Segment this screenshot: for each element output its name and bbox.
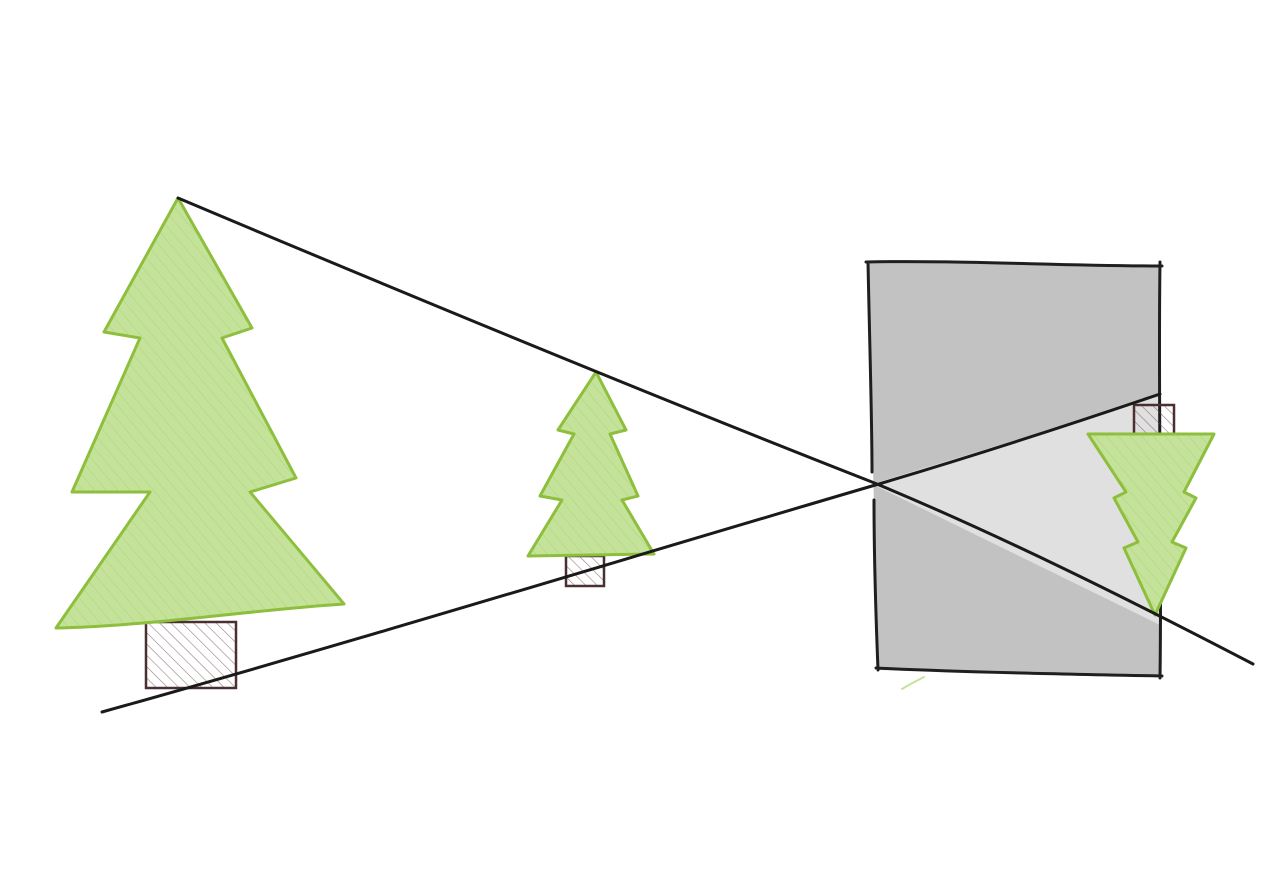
ray-top	[176, 196, 1255, 666]
camera-box	[864, 260, 1164, 680]
projected-tree-image	[1086, 403, 1216, 617]
near-tree	[54, 196, 346, 690]
projected-tree-trunk	[1132, 403, 1176, 437]
pencil-mark	[901, 676, 925, 690]
projected-tree-foliage-hatching	[1088, 434, 1214, 615]
near-tree-foliage-hatching	[56, 198, 344, 628]
ray-bottom	[100, 392, 1162, 714]
far-tree-foliage-hatching	[528, 372, 654, 556]
far-tree	[526, 370, 656, 588]
light-cone	[872, 396, 1160, 625]
light-rays	[100, 196, 1255, 714]
